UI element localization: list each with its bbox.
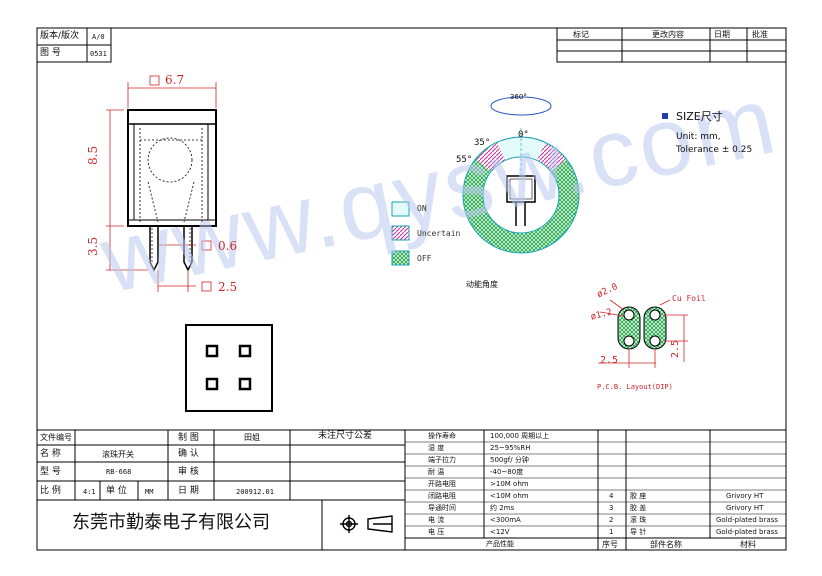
perf-value-2: 500gf/ 分钟: [490, 456, 529, 464]
performance-row-lines: [405, 441, 786, 527]
side-view: [127, 109, 217, 272]
legend-on-label: ON: [417, 204, 427, 213]
confirm-label: 确 认: [178, 449, 199, 459]
size-title: SIZE尺寸: [676, 110, 723, 123]
name-label: 名 称: [40, 449, 61, 459]
part-name-4: 胶 座: [630, 492, 647, 500]
pcb-layout: [598, 299, 688, 368]
angle-0-label: 0°: [518, 130, 529, 140]
outer-frame: [36, 27, 787, 551]
legend-off-swatch: [391, 250, 410, 266]
perf-label-0: 操作寿命: [428, 432, 456, 440]
pcb-width: 2.5: [600, 355, 619, 366]
model-label: 型 号: [40, 467, 61, 477]
file-no-label: 文件编号: [40, 433, 72, 442]
drawing-no-value: 0531: [90, 50, 107, 58]
scale-value: 4:1: [83, 488, 96, 496]
dim-width: 6.7: [165, 73, 185, 87]
perf-label-5: 闭路电阻: [428, 492, 456, 500]
perf-value-4: >10M ohm: [490, 480, 529, 488]
model-value: RB-668: [106, 468, 132, 476]
part-name-1: 导 针: [630, 528, 647, 536]
unit-label: 单 位: [106, 486, 127, 496]
dim-pin-height: 3.5: [86, 236, 100, 256]
scale-label: 比 例: [40, 486, 61, 496]
perf-value-0: 100,000 周期以上: [490, 432, 550, 440]
part-mat-2: Gold-plated brass: [716, 516, 778, 524]
version-label: 版本/版次: [40, 31, 80, 41]
dim-body-height: 8.5: [86, 145, 100, 165]
perf-value-7: <300mA: [490, 516, 521, 524]
drawing-no-label: 图 号: [40, 48, 61, 58]
angle-35-label: 35°: [474, 138, 491, 148]
perf-label-8: 电 压: [428, 528, 445, 536]
angle-55-label: 55°: [456, 155, 473, 165]
projection-symbol: [340, 515, 393, 533]
perf-value-3: -40~80度: [490, 468, 524, 476]
part-name-2: 滚 珠: [630, 516, 647, 524]
rotation-ellipse: [490, 96, 552, 116]
legend-uncertain-label: Uncertain: [417, 229, 461, 238]
legend-off-label: OFF: [417, 254, 432, 263]
part-mat-1: Gold-plated brass: [716, 528, 778, 536]
part-no-3: 3: [609, 504, 614, 512]
perf-label-4: 开路电阻: [428, 480, 456, 488]
side-dimensions: [106, 75, 217, 292]
perf-value-5: <10M ohm: [490, 492, 529, 500]
rev-col-change: 更改内容: [652, 30, 684, 39]
perf-value-6: 约 2ms: [490, 504, 515, 512]
draw-label: 制 图: [178, 433, 199, 443]
pcb-height: 2.5: [670, 339, 681, 358]
parts-footer-name: 部件名称: [650, 540, 682, 549]
parts-footer-material: 材料: [740, 540, 756, 549]
perf-value-1: 25~95%RH: [490, 444, 531, 452]
draw-value: 田姐: [244, 433, 260, 442]
angle-caption: 动能角度: [466, 280, 498, 289]
perf-label-3: 耐 温: [428, 468, 445, 476]
perf-label-6: 导通时间: [428, 504, 456, 512]
part-name-3: 胶 盖: [630, 504, 647, 512]
dim-pin-width: 0.6: [218, 239, 238, 253]
bottom-view: [185, 324, 273, 412]
part-mat-4: Grivory HT: [726, 492, 764, 500]
rotation-label: 360°: [510, 93, 527, 101]
legend-uncertain-swatch: [391, 225, 410, 241]
dim-pin-pitch: 2.5: [218, 280, 238, 294]
perf-footer: 产品性能: [486, 540, 514, 548]
size-tolerance: Tolerance ± 0.25: [676, 145, 753, 155]
part-no-1: 1: [609, 528, 614, 536]
company-name: 东莞市勤泰电子有限公司: [72, 512, 270, 533]
date-label: 日 期: [178, 486, 199, 496]
parts-footer-no: 序号: [602, 540, 618, 549]
size-bullet: [662, 113, 668, 119]
perf-label-7: 电 流: [428, 516, 445, 524]
unit-value: MM: [145, 488, 154, 496]
size-unit: Unit: mm,: [676, 132, 721, 142]
perf-label-1: 湿 度: [428, 444, 445, 452]
legend-on-swatch: [391, 201, 410, 217]
part-no-4: 4: [609, 492, 614, 500]
pcb-foil-label: Cu Foil: [672, 294, 706, 303]
rev-col-approve: 批准: [752, 30, 768, 39]
angle-diagram: [462, 96, 580, 254]
version-value: A/0: [92, 33, 105, 41]
title-block-grid: [37, 429, 786, 550]
part-no-2: 2: [609, 516, 614, 524]
part-mat-3: Grivory HT: [726, 504, 764, 512]
name-value: 滚珠开关: [102, 450, 134, 459]
perf-label-2: 端子拉力: [428, 456, 456, 464]
rev-col-date: 日期: [714, 30, 730, 39]
rev-col-mark: 标记: [573, 30, 589, 39]
pcb-caption: P.C.B. Layout(DIP): [597, 383, 673, 391]
review-label: 审 核: [178, 467, 199, 477]
date-value: 200912.01: [236, 488, 274, 496]
perf-value-8: <12V: [490, 528, 510, 536]
tolerance-note: 未注尺寸公差: [318, 431, 373, 441]
